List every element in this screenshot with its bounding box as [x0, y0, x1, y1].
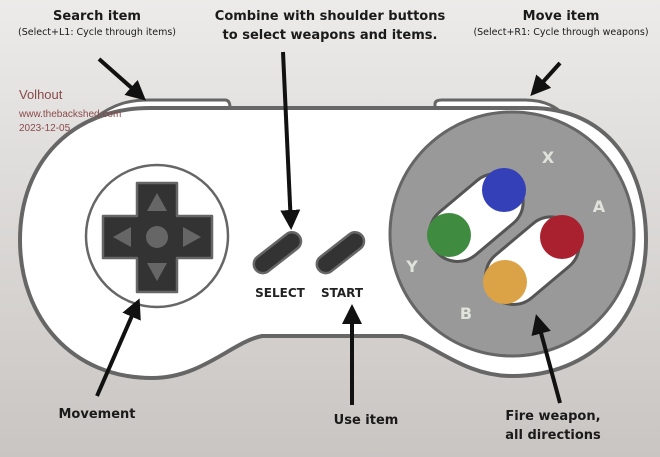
b-label: B — [460, 304, 472, 323]
move-item-label: Move item(Select+R1: Cycle through weapo… — [473, 9, 649, 38]
move-arrow — [530, 61, 562, 96]
a-button[interactable] — [540, 215, 584, 259]
combine-arrow — [280, 51, 301, 230]
dpad-down-icon — [147, 263, 167, 281]
select-button[interactable] — [250, 229, 304, 277]
search-arrow — [97, 57, 146, 101]
movement-arrow — [95, 298, 141, 397]
dpad-up-icon — [147, 193, 167, 211]
start-button[interactable] — [313, 229, 367, 277]
credit-author: Volhout — [19, 87, 63, 102]
credit-site: www.thebackshed.com — [19, 109, 122, 120]
x-label: X — [542, 148, 555, 167]
dpad-right-icon — [183, 227, 201, 247]
face-button-area — [388, 110, 636, 358]
fire-weapon-label: Fire weapon,all directions — [505, 409, 601, 443]
use-item-label: Use item — [333, 413, 399, 428]
credit-date: 2023-12-05 — [19, 123, 71, 134]
dpad-left-icon — [113, 227, 131, 247]
movement-label: Movement — [58, 407, 136, 422]
dpad-center-icon — [146, 226, 168, 248]
fire-arrow — [531, 314, 562, 404]
select-label: SELECT — [255, 286, 305, 300]
b-button[interactable] — [483, 260, 527, 304]
search-item-label: Search item(Select+L1: Cycle through ite… — [18, 9, 176, 38]
x-button[interactable] — [482, 168, 526, 212]
a-label: A — [593, 197, 606, 216]
y-button[interactable] — [427, 213, 471, 257]
y-label: Y — [405, 257, 418, 276]
start-label: START — [321, 286, 364, 300]
